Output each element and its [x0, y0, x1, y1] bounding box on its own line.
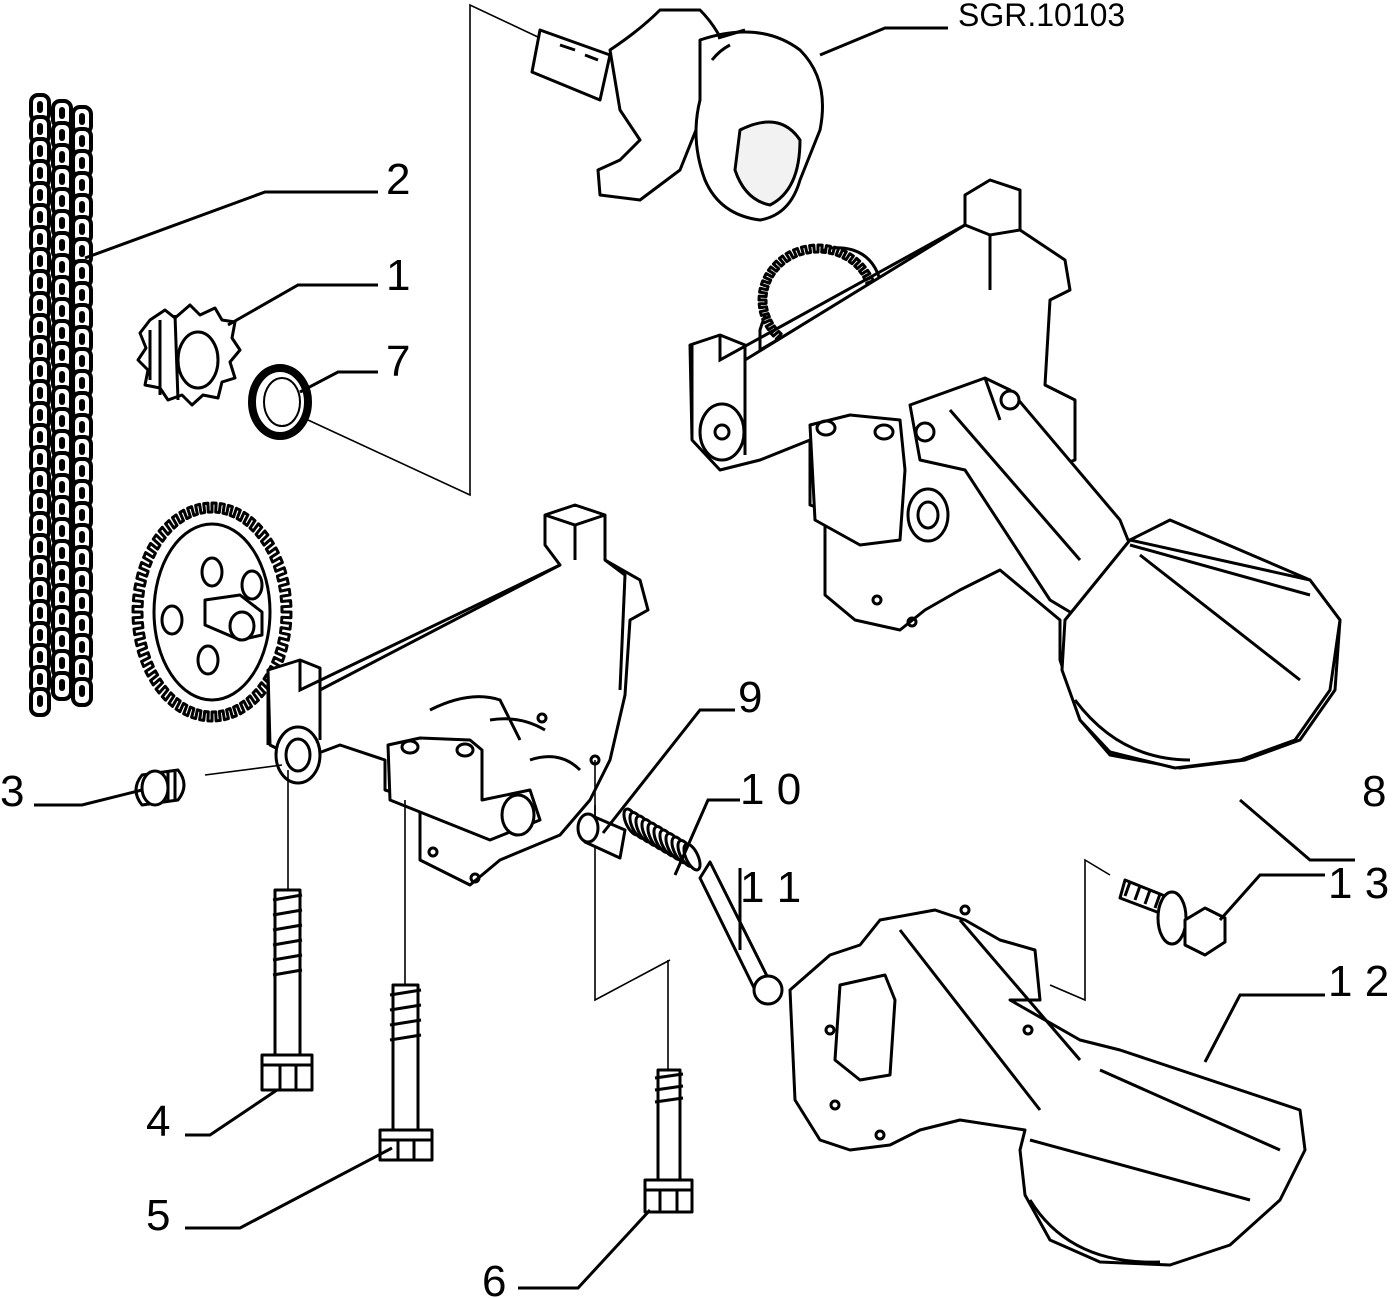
leader-lines: [34, 26, 1355, 1290]
screw-5: [378, 800, 434, 1162]
reference-code: SGR.10103: [958, 0, 1125, 33]
callout-9: 9: [738, 673, 762, 722]
callout-1: 1: [386, 251, 410, 300]
callout-2: 2: [386, 155, 410, 204]
seal-ring: [248, 364, 312, 440]
callout-10: 1 0: [740, 765, 801, 814]
oil-pump-body: [266, 503, 650, 887]
screw-13: [1118, 878, 1227, 957]
assembly-reference-line: [307, 3, 541, 497]
screw-6: [643, 960, 694, 1214]
callout-3: 3: [0, 767, 24, 816]
callout-5: 5: [146, 1191, 170, 1240]
relief-valve-piston: [576, 812, 627, 860]
callout-4: 4: [146, 1097, 170, 1146]
callout-13: 1 3: [1328, 859, 1389, 908]
screw-4: [260, 770, 314, 1092]
threaded-plug: [134, 768, 186, 807]
callout-6: 6: [482, 1257, 506, 1298]
oil-pump-assembly: [688, 178, 1342, 770]
callout-11: 1 1: [740, 863, 801, 912]
timing-chain: [29, 93, 93, 717]
callout-12: 1 2: [1328, 957, 1389, 1006]
callout-labels: 2 1 7 3 9 1 0 1 1 8 1 3 1 2 4 5 6: [0, 155, 1389, 1298]
relief-valve-spring: [622, 807, 702, 872]
crankshaft: [530, 8, 824, 222]
oil-strainer: [788, 904, 1307, 1267]
oil-pump-gear: [131, 501, 293, 723]
crankshaft-sprocket: [136, 303, 242, 407]
callout-7: 7: [386, 337, 410, 386]
callout-8: 8: [1362, 767, 1386, 816]
